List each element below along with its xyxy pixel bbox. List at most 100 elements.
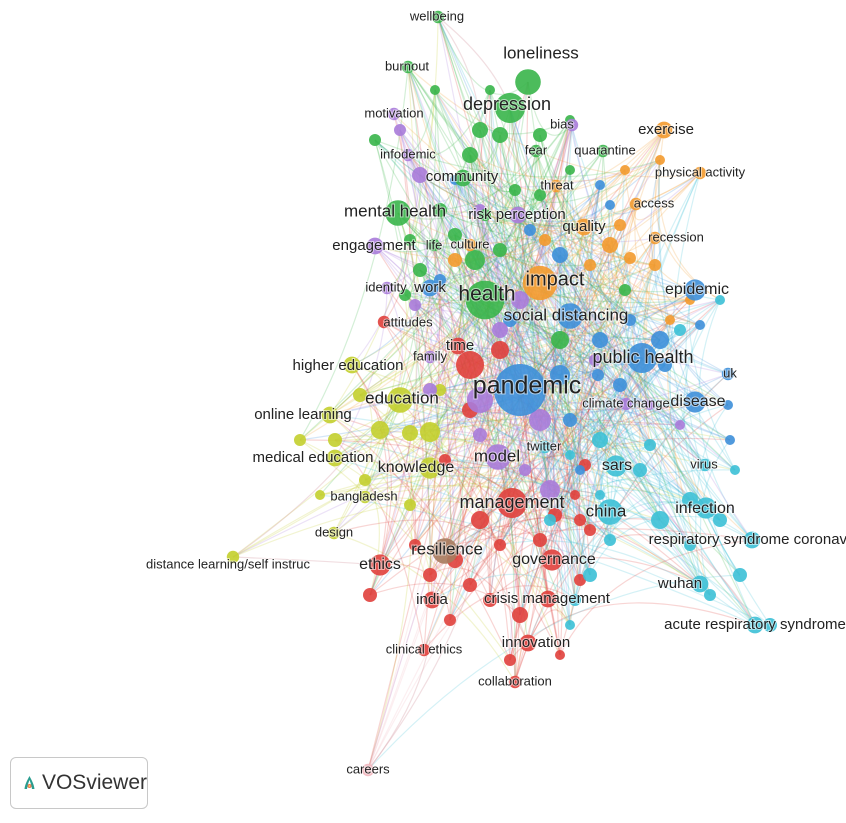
network-node[interactable] bbox=[423, 568, 437, 582]
node-wuhan[interactable] bbox=[691, 575, 709, 593]
network-node[interactable] bbox=[569, 594, 581, 606]
network-node[interactable] bbox=[613, 378, 627, 392]
node-public-health[interactable] bbox=[627, 343, 657, 373]
label-health[interactable]: health bbox=[457, 282, 516, 307]
label-design[interactable]: design bbox=[314, 523, 354, 540]
node-family[interactable] bbox=[423, 350, 437, 364]
network-node[interactable] bbox=[570, 490, 580, 500]
network-node[interactable] bbox=[723, 400, 733, 410]
network-node[interactable] bbox=[655, 155, 665, 165]
network-node[interactable] bbox=[413, 263, 427, 277]
network-node[interactable] bbox=[651, 331, 669, 349]
network-node[interactable] bbox=[463, 578, 477, 592]
network-node[interactable] bbox=[434, 274, 446, 286]
network-node[interactable] bbox=[595, 180, 605, 190]
node-threat[interactable] bbox=[549, 179, 563, 193]
node-online-learning[interactable] bbox=[321, 406, 339, 424]
network-node[interactable] bbox=[665, 315, 675, 325]
network-node[interactable] bbox=[645, 400, 655, 410]
network-node[interactable] bbox=[492, 322, 508, 338]
network-node[interactable] bbox=[491, 341, 509, 359]
network-node[interactable] bbox=[644, 439, 656, 451]
network-node[interactable] bbox=[592, 432, 608, 448]
network-node[interactable] bbox=[733, 568, 747, 582]
label-china[interactable]: china bbox=[585, 500, 628, 521]
network-node[interactable] bbox=[565, 620, 575, 630]
node-impact[interactable] bbox=[522, 265, 558, 301]
network-node[interactable] bbox=[433, 203, 447, 217]
network-node[interactable] bbox=[540, 480, 560, 500]
network-node[interactable] bbox=[658, 358, 672, 372]
label-knowledge[interactable]: knowledge bbox=[377, 458, 456, 477]
network-node[interactable] bbox=[402, 425, 418, 441]
label-crisis-management[interactable]: crisis management bbox=[483, 589, 612, 608]
network-node[interactable] bbox=[674, 324, 686, 336]
network-node[interactable] bbox=[684, 539, 696, 551]
label-wellbeing[interactable]: wellbeing bbox=[408, 7, 465, 24]
node-infection[interactable] bbox=[695, 497, 717, 519]
label-quality[interactable]: quality bbox=[561, 217, 607, 236]
node-careers[interactable] bbox=[361, 763, 375, 777]
network-node[interactable] bbox=[602, 237, 618, 253]
label-collaboration[interactable]: collaboration bbox=[477, 672, 553, 689]
label-ethics[interactable]: ethics bbox=[358, 555, 402, 574]
label-medical-education[interactable]: medical education bbox=[252, 448, 375, 467]
network-node[interactable] bbox=[409, 539, 421, 551]
network-node[interactable] bbox=[493, 243, 507, 257]
label-work[interactable]: work bbox=[412, 278, 447, 297]
network-node[interactable] bbox=[604, 534, 616, 546]
network-node[interactable] bbox=[465, 250, 485, 270]
network-node[interactable] bbox=[592, 369, 604, 381]
network-node[interactable] bbox=[730, 465, 740, 475]
network-node[interactable] bbox=[704, 589, 716, 601]
node-culture[interactable] bbox=[463, 238, 477, 252]
node-crisis-management[interactable] bbox=[539, 590, 557, 608]
label-fear[interactable]: fear bbox=[524, 141, 549, 158]
node-distance-learning-self-instruc[interactable] bbox=[226, 550, 240, 564]
network-node[interactable] bbox=[353, 388, 367, 402]
label-exercise[interactable]: exercise bbox=[637, 120, 695, 139]
label-burnout[interactable]: burnout bbox=[384, 57, 430, 74]
network-node[interactable] bbox=[371, 421, 389, 439]
label-acute-respiratory-syndrome[interactable]: acute respiratory syndrome bbox=[663, 615, 846, 634]
node-mental-health[interactable] bbox=[385, 200, 411, 226]
network-node[interactable] bbox=[583, 568, 597, 582]
network-node[interactable] bbox=[534, 189, 546, 201]
network-node[interactable] bbox=[439, 454, 451, 466]
network-node[interactable] bbox=[519, 464, 531, 476]
label-motivation[interactable]: motivation bbox=[363, 104, 424, 121]
network-node[interactable] bbox=[485, 85, 495, 95]
network-node[interactable] bbox=[369, 134, 381, 146]
network-node[interactable] bbox=[619, 284, 631, 296]
network-node[interactable] bbox=[409, 299, 421, 311]
node-burnout[interactable] bbox=[401, 60, 415, 74]
network-node[interactable] bbox=[471, 511, 489, 529]
network-node[interactable] bbox=[651, 511, 669, 529]
network-node[interactable] bbox=[359, 474, 371, 486]
network-node[interactable] bbox=[565, 450, 575, 460]
node-access[interactable] bbox=[629, 197, 643, 211]
label-education[interactable]: education bbox=[364, 387, 440, 408]
network-node[interactable] bbox=[633, 463, 647, 477]
network-node[interactable] bbox=[624, 314, 636, 326]
network-node[interactable] bbox=[589, 354, 601, 366]
network-node[interactable] bbox=[624, 252, 636, 264]
label-bangladesh[interactable]: bangladesh bbox=[329, 487, 398, 504]
network-node[interactable] bbox=[592, 332, 608, 348]
network-node[interactable] bbox=[544, 514, 556, 526]
network-node[interactable] bbox=[456, 351, 484, 379]
vosviewer-logo[interactable]: VOSviewer bbox=[10, 757, 148, 809]
network-node[interactable] bbox=[492, 127, 508, 143]
label-governance[interactable]: governance bbox=[511, 550, 597, 569]
network-node[interactable] bbox=[511, 291, 529, 309]
node-recession[interactable] bbox=[648, 231, 662, 245]
label-disease[interactable]: disease bbox=[669, 392, 726, 411]
node-uk[interactable] bbox=[721, 367, 735, 381]
network-node[interactable] bbox=[430, 85, 440, 95]
node-ethics[interactable] bbox=[369, 554, 391, 576]
network-node[interactable] bbox=[394, 124, 406, 136]
network-node[interactable] bbox=[565, 165, 575, 175]
network-node[interactable] bbox=[555, 650, 565, 660]
network-node[interactable] bbox=[595, 490, 605, 500]
